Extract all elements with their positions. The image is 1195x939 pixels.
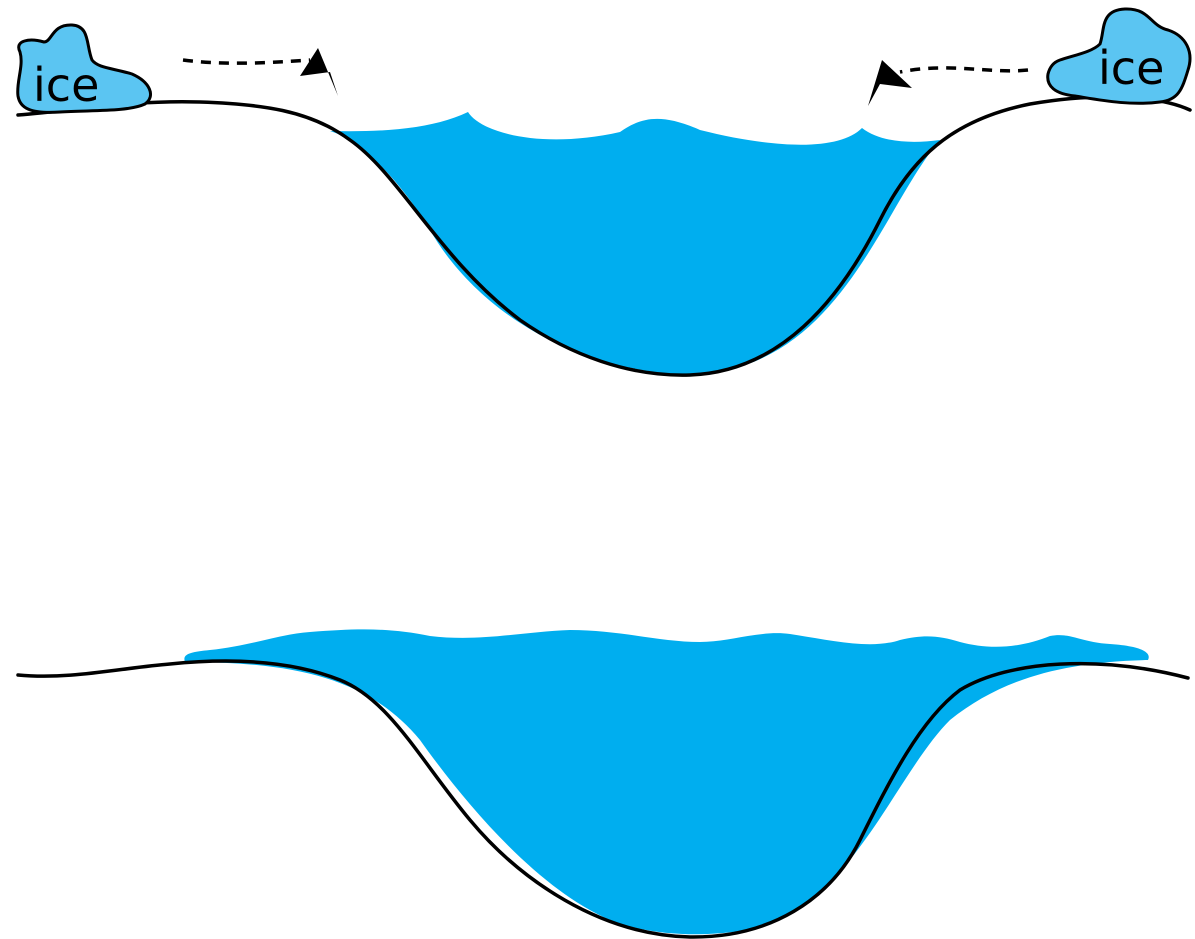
- right-arrow-dashes: [899, 66, 1029, 74]
- ice-left-label: ice: [33, 58, 99, 112]
- bottom-panel: [16, 629, 1190, 939]
- ice-block-left: ice: [16, 23, 152, 114]
- bottom-ground-line: [16, 659, 1190, 939]
- ice-right-label: ice: [1098, 41, 1164, 95]
- top-panel: ice ice: [16, 7, 1192, 377]
- ice-left-shape: [16, 23, 152, 114]
- ice-block-right: ice: [1046, 7, 1192, 105]
- right-arrowhead: [868, 60, 912, 106]
- top-basin-water: [330, 112, 940, 375]
- dashed-arrow-icon: [868, 60, 1029, 106]
- left-arrow-dashes: [182, 58, 311, 65]
- left-arrowhead: [300, 48, 338, 96]
- bottom-basin-water: [184, 629, 1149, 935]
- dashed-arrow-icon: [182, 48, 338, 96]
- ice-right-shape: [1046, 7, 1192, 105]
- top-ground-line: [16, 95, 1192, 377]
